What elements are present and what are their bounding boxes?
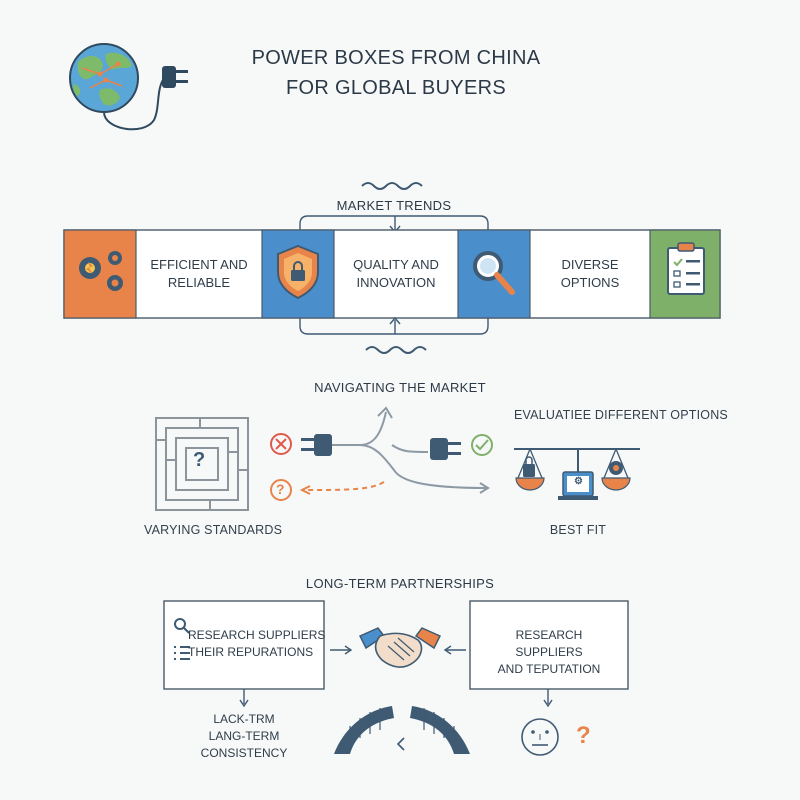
varying-standards-label: VARYING STANDARDS	[144, 523, 283, 537]
maze-icon	[155, 417, 249, 511]
question-circle-icon	[270, 479, 292, 501]
globe-plug-logo	[60, 40, 220, 140]
trend-item-quality: QUALITY AND INNOVATION	[336, 256, 456, 292]
consistency-label: LACK-TRM LANG-TERM CONSISTENCY	[194, 711, 294, 762]
shield-lock-icon	[277, 244, 319, 300]
page-title-line2: FOR GLOBAL BUYERS	[286, 77, 506, 99]
left-box-line2: THEIR REPURATIONS	[188, 645, 314, 659]
bracket-bottom	[299, 318, 489, 335]
right-box-line1: RESEARCH SUPPLIERS	[515, 628, 583, 659]
trend-item-efficient-line1: EFFICIENT AND	[150, 257, 248, 272]
gears-icon	[79, 251, 123, 291]
globe-icon	[69, 43, 139, 113]
trend-item-quality-line2: INNOVATION	[356, 275, 436, 290]
market-trends-label: MARKET TRENDS	[336, 198, 452, 213]
maze-question-mark: ?	[193, 449, 206, 471]
wave-top-icon	[361, 182, 423, 190]
cable-line	[103, 77, 165, 131]
trend-item-diverse-line1: DIVERSE	[561, 257, 619, 272]
evaluate-options-label: EVALUATIEE DIFFERENT OPTIONS	[514, 408, 728, 422]
wave-bottom-icon	[365, 346, 427, 354]
reject-x-icon	[270, 433, 292, 455]
best-fit-label: BEST FIT	[549, 523, 607, 537]
broken-bridge-icon	[334, 706, 470, 754]
list-icon	[174, 646, 190, 660]
consistency-line3: CONSISTENCY	[200, 746, 288, 760]
partnerships-title: LONG-TERM PARTNERSHIPS	[305, 576, 495, 591]
trend-item-efficient-line2: RELIABLE	[167, 275, 231, 290]
plug-icon	[162, 66, 188, 88]
left-research-box	[163, 600, 325, 690]
right-box-text: RESEARCH SUPPLIERS AND TEPUTATION	[484, 627, 614, 678]
confused-face-icon	[521, 718, 559, 756]
clipboard-checklist-icon	[667, 242, 705, 295]
plug-right-icon	[430, 438, 461, 460]
consistency-line1: LACK-TRM	[213, 712, 275, 726]
dashed-return-line	[301, 481, 385, 491]
magnifier-icon	[473, 251, 515, 295]
right-research-box	[469, 600, 629, 690]
trend-item-diverse-line2: OPTIONS	[560, 275, 620, 290]
trend-item-diverse: DIVERSE OPTIONS	[532, 256, 648, 292]
balance-scale-icon	[514, 448, 640, 500]
question-circle-mark: ?	[276, 481, 285, 497]
page-title-line1: POWER BOXES FROM CHINA	[251, 47, 541, 69]
question-mark-icon: ?	[576, 722, 591, 749]
trend-item-efficient: EFFICIENT AND RELIABLE	[138, 256, 260, 292]
plug-left-icon	[301, 434, 332, 456]
small-magnifier-icon	[174, 618, 190, 634]
laptop-screen-icon: ⚙	[574, 476, 583, 487]
bracket-top	[299, 215, 489, 232]
right-box-line2: AND TEPUTATION	[497, 662, 601, 676]
handshake-icon	[358, 627, 442, 668]
trend-item-quality-line1: QUALITY AND	[353, 257, 439, 272]
left-box-text: RESEARCH SUPPLIERS THEIR REPURATIONS	[188, 627, 325, 661]
check-circle-icon	[471, 434, 493, 456]
navigating-title: NAVIGATING THE MARKET	[314, 380, 486, 395]
gears-block	[63, 229, 137, 319]
left-box-line1: RESEARCH SUPPLIERS	[188, 628, 326, 642]
consistency-line2: LANG-TERM	[208, 729, 280, 743]
